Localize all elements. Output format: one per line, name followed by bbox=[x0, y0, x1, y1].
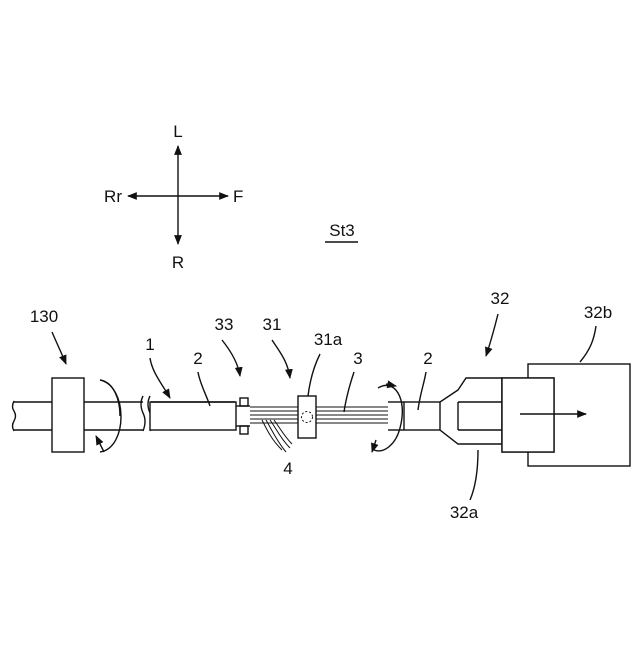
label-stripper: 33 bbox=[215, 315, 234, 334]
stripper-block-bottom bbox=[240, 426, 248, 434]
frayed-strands bbox=[262, 420, 292, 452]
label-core: 3 bbox=[353, 349, 362, 368]
label-strands: 4 bbox=[283, 459, 292, 478]
compass-label-up: L bbox=[173, 122, 182, 141]
label-tool: 31 bbox=[263, 315, 282, 334]
left-wire bbox=[13, 378, 237, 452]
label-gripper-body: 32b bbox=[584, 303, 612, 322]
twisting-tool bbox=[298, 396, 316, 438]
compass-label-down: R bbox=[172, 253, 184, 272]
wire-break-left bbox=[13, 401, 16, 431]
rotation-arrow-right bbox=[374, 385, 402, 450]
label-gripper: 32 bbox=[491, 289, 510, 308]
label-end-right: 2 bbox=[423, 349, 432, 368]
label-gripper-jaw: 32a bbox=[450, 503, 479, 522]
label-end-left: 2 bbox=[193, 349, 202, 368]
wire-break-mid-a bbox=[141, 396, 145, 431]
rotation-arrow-left bbox=[100, 380, 121, 452]
rotation-chuck bbox=[52, 378, 84, 452]
stripper bbox=[236, 398, 250, 434]
gripper bbox=[440, 364, 630, 466]
gripper-jaw-outline bbox=[440, 378, 502, 444]
wire-end-left bbox=[150, 402, 236, 430]
step-label-group: St3 bbox=[325, 221, 358, 242]
stripper-block-top bbox=[240, 398, 248, 406]
label-chuck: 130 bbox=[30, 307, 58, 326]
step-label: St3 bbox=[329, 221, 355, 240]
compass-label-left: Rr bbox=[104, 187, 122, 206]
direction-compass: L R Rr F bbox=[104, 122, 243, 272]
compass-label-right: F bbox=[233, 187, 243, 206]
label-tool-part: 31a bbox=[314, 330, 343, 349]
tool-hole bbox=[302, 412, 313, 423]
label-wire: 1 bbox=[145, 335, 154, 354]
